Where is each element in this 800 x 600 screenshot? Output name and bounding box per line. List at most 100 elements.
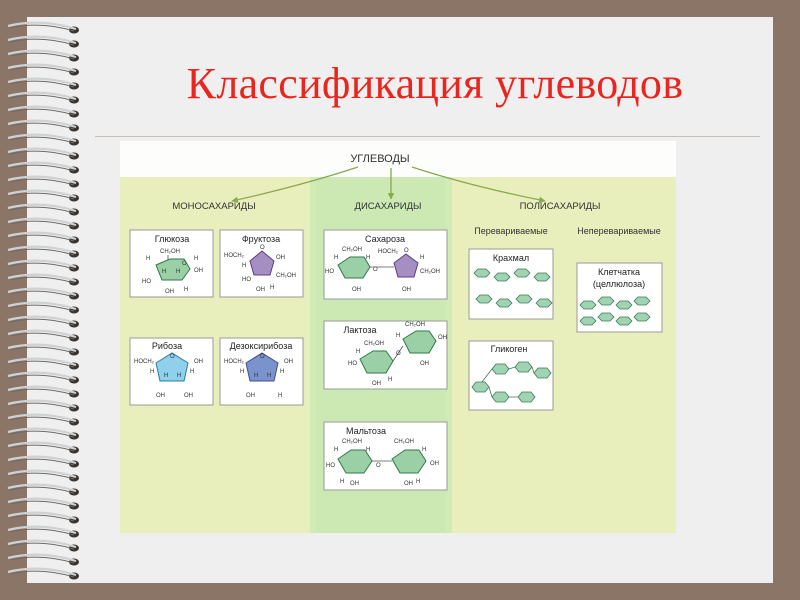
spiral-ring xyxy=(7,385,79,398)
svg-text:O: O xyxy=(182,261,187,267)
svg-text:OH: OH xyxy=(246,393,255,399)
box-label-ribose: Рибоза xyxy=(152,341,182,351)
box-label-sucrose: Сахароза xyxy=(365,234,405,244)
svg-text:H: H xyxy=(334,255,338,261)
box-label-starch: Крахмал xyxy=(493,253,529,263)
sucrose-fructose-ring xyxy=(393,253,419,278)
spiral-ring xyxy=(7,273,79,286)
group-label-di: ДИСАХАРИДЫ xyxy=(355,201,422,212)
svg-text:OH: OH xyxy=(438,335,447,341)
svg-text:H: H xyxy=(190,369,194,375)
svg-text:H: H xyxy=(388,377,392,383)
spiral-ring xyxy=(7,413,79,426)
spiral-ring xyxy=(7,567,79,580)
svg-text:H: H xyxy=(420,255,424,261)
spiral-ring xyxy=(7,259,79,272)
svg-text:O: O xyxy=(260,354,265,360)
svg-text:O: O xyxy=(376,463,381,469)
svg-text:H: H xyxy=(396,333,400,339)
subgroup-digestible: Перевариваемые xyxy=(474,226,548,236)
spiral-ring xyxy=(7,287,79,300)
box-label-glycogen: Гликоген xyxy=(491,344,528,354)
svg-text:O: O xyxy=(404,248,409,254)
svg-text:HO: HO xyxy=(326,463,335,469)
svg-text:O: O xyxy=(396,351,401,357)
box-deoxyribose: Дезоксирибоза HOCH₂ O OH H H H H OH H xyxy=(219,337,304,406)
box-label-cellulose-alt: (целлюлоза) xyxy=(593,279,645,289)
arrow-to-poly xyxy=(411,166,546,204)
spiral-ring xyxy=(7,91,79,104)
box-glucose: Глюкоза CH₂OH O H H OH HO H OH H H xyxy=(129,229,214,298)
svg-text:OH: OH xyxy=(184,393,193,399)
box-fructose: Фруктоза HOCH₂ O H OH CH₂OH HO OH H xyxy=(219,229,304,298)
spiral-ring xyxy=(7,21,79,34)
spiral-ring xyxy=(7,301,79,314)
spiral-ring xyxy=(7,455,79,468)
spiral-ring xyxy=(7,77,79,90)
root-label: УГЛЕВОДЫ xyxy=(350,153,409,165)
title-divider xyxy=(95,136,760,137)
svg-text:CH₂OH: CH₂OH xyxy=(405,322,425,328)
svg-text:CH₂OH: CH₂OH xyxy=(420,269,440,275)
box-label-cellulose: Клетчатка xyxy=(598,267,640,277)
box-label-maltose: Мальтоза xyxy=(346,426,386,436)
svg-text:OH: OH xyxy=(194,359,203,365)
maltose-glucose-ring-2 xyxy=(391,449,427,474)
svg-text:OH: OH xyxy=(402,287,411,293)
svg-text:HOCH₂: HOCH₂ xyxy=(224,253,245,259)
svg-text:H: H xyxy=(194,256,198,262)
arrow-to-mono xyxy=(231,166,359,203)
spiral-ring xyxy=(7,147,79,160)
lactose-galactose-ring xyxy=(402,330,437,354)
spiral-ring xyxy=(7,315,79,328)
fructose-ring xyxy=(249,250,275,276)
svg-text:H: H xyxy=(267,373,271,379)
svg-text:O: O xyxy=(170,354,175,360)
svg-text:H: H xyxy=(356,349,360,355)
svg-text:H: H xyxy=(240,369,244,375)
ribose-ring xyxy=(155,352,189,382)
spiral-ring xyxy=(7,203,79,216)
svg-text:HO: HO xyxy=(348,361,357,367)
svg-text:H: H xyxy=(340,479,344,485)
svg-text:HO: HO xyxy=(142,279,151,285)
box-sucrose: Сахароза CH₂OH O HOCH₂ O HO OH CH₂OH OH … xyxy=(323,229,448,300)
box-label-fructose: Фруктоза xyxy=(242,234,280,244)
svg-text:OH: OH xyxy=(350,481,359,487)
svg-text:H: H xyxy=(366,255,370,261)
svg-text:H: H xyxy=(366,447,370,453)
spiral-binding xyxy=(7,21,79,580)
svg-text:CH₂OH: CH₂OH xyxy=(394,439,414,445)
svg-text:H: H xyxy=(422,447,426,453)
spiral-ring xyxy=(7,329,79,342)
svg-text:H: H xyxy=(254,373,258,379)
svg-text:HOCH₂: HOCH₂ xyxy=(224,359,245,365)
svg-text:H: H xyxy=(162,269,166,275)
svg-text:CH₂OH: CH₂OH xyxy=(342,247,362,253)
svg-text:H: H xyxy=(150,369,154,375)
box-glycogen: Гликоген xyxy=(468,340,554,411)
starch-chain xyxy=(473,268,553,308)
svg-text:OH: OH xyxy=(276,255,285,261)
glucose-ring xyxy=(155,258,191,281)
svg-text:H: H xyxy=(416,479,420,485)
svg-text:H: H xyxy=(146,256,150,262)
spiral-ring xyxy=(7,371,79,384)
svg-text:H: H xyxy=(184,287,188,293)
group-label-poly: ПОЛИСАХАРИДЫ xyxy=(520,201,601,212)
spiral-ring xyxy=(7,539,79,552)
svg-text:OH: OH xyxy=(404,481,413,487)
svg-text:CH₂OH: CH₂OH xyxy=(342,439,362,445)
svg-text:H: H xyxy=(334,447,338,453)
spiral-ring xyxy=(7,217,79,230)
svg-text:HO: HO xyxy=(242,277,251,283)
svg-text:OH: OH xyxy=(352,287,361,293)
spiral-ring xyxy=(7,161,79,174)
spiral-ring xyxy=(7,357,79,370)
box-label-deoxyribose: Дезоксирибоза xyxy=(230,341,293,351)
spiral-ring xyxy=(7,189,79,202)
box-lactose: Лактоза CH₂OH CH₂OH O OH HO OH OH H H H xyxy=(323,320,448,390)
svg-text:OH: OH xyxy=(165,289,174,295)
svg-text:OH: OH xyxy=(194,268,203,274)
